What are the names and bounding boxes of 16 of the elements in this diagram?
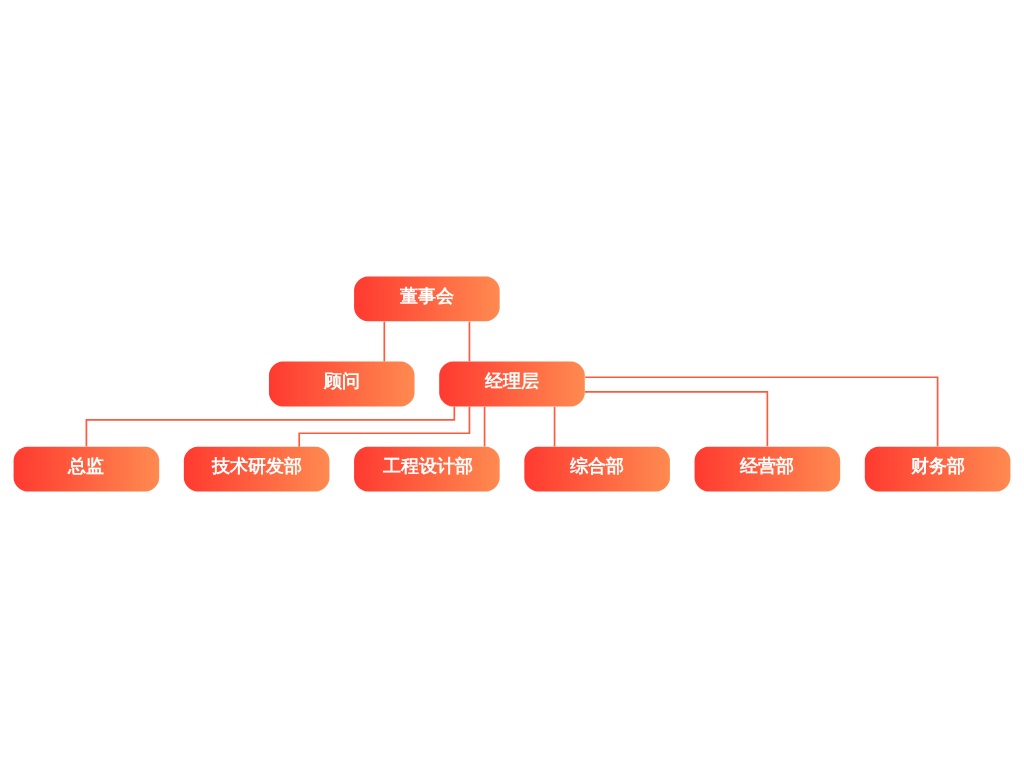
node-box: 综合部 (524, 446, 670, 492)
node-box: 经营部 (694, 446, 841, 492)
connector (483, 405, 486, 448)
node-box: 工程设计部 (354, 446, 500, 492)
node-box: 董事会 (354, 276, 500, 322)
node-box: 总监 (13, 446, 160, 492)
connector (85, 405, 456, 448)
connector (468, 320, 471, 363)
node-box: 技术研发部 (183, 446, 330, 492)
node-box: 经理层 (439, 361, 585, 407)
connector (553, 405, 556, 448)
connector (383, 320, 386, 363)
connector (584, 391, 769, 448)
node-box: 顾问 (268, 361, 415, 407)
node-box: 财务部 (864, 446, 1011, 492)
connector (584, 376, 939, 448)
